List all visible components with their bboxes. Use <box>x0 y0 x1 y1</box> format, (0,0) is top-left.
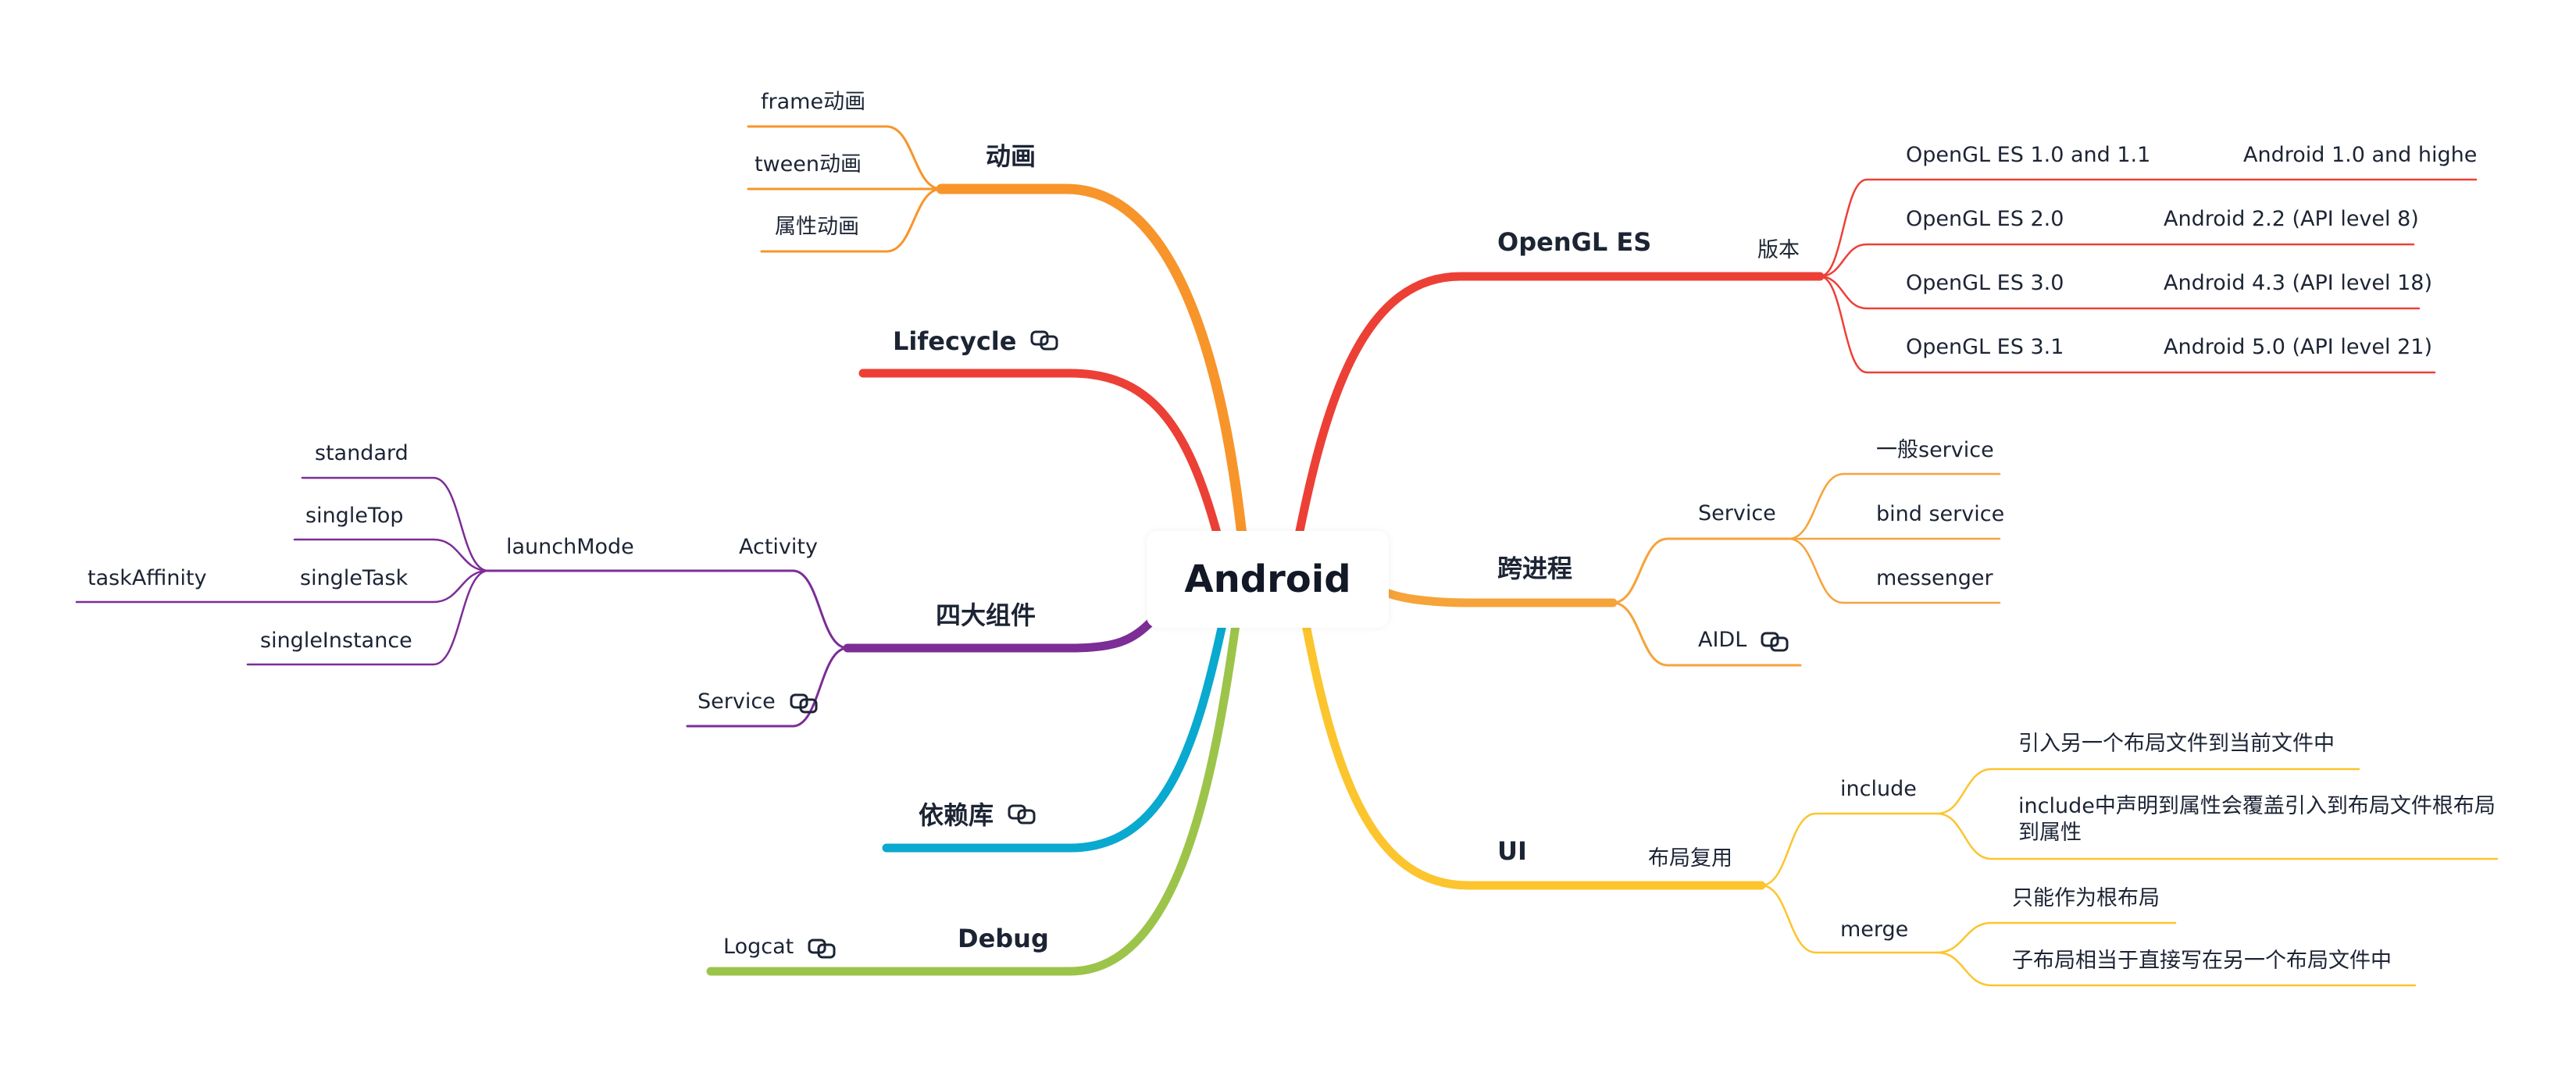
node-standard[interactable]: standard <box>315 441 409 465</box>
node-component-service[interactable]: Service <box>698 689 819 715</box>
node-ipc[interactable]: 跨进程 <box>1497 554 1573 583</box>
branch-opengl <box>1294 272 1825 540</box>
branch-ui <box>1301 620 1766 890</box>
node-opengl-es-2[interactable]: OpenGL ES 2.0 <box>1906 207 2064 231</box>
node-android-3[interactable]: Android 4.3 (API level 18) <box>2164 271 2432 295</box>
node-components[interactable]: 四大组件 <box>936 600 1036 630</box>
link-icon[interactable] <box>1759 627 1790 654</box>
node-frame-animation[interactable]: frame动画 <box>761 90 866 114</box>
node-animation[interactable]: 动画 <box>986 141 1036 171</box>
link-icon[interactable] <box>1006 800 1037 826</box>
node-singleinstance[interactable]: singleInstance <box>260 629 412 653</box>
branch-lifecycle <box>858 369 1223 543</box>
node-tween-animation[interactable]: tween动画 <box>755 152 862 176</box>
node-aidl-label: AIDL <box>1698 628 1747 652</box>
node-opengl-version[interactable]: 版本 <box>1757 238 1800 262</box>
link-icon[interactable] <box>1029 326 1060 352</box>
node-include[interactable]: include <box>1840 777 1917 801</box>
node-ipc-service[interactable]: Service <box>1698 501 1776 525</box>
node-property-animation[interactable]: 属性动画 <box>775 215 859 239</box>
node-messenger[interactable]: messenger <box>1876 566 1993 590</box>
branch-debug <box>706 620 1240 976</box>
node-android-4[interactable]: Android 5.0 (API level 21) <box>2164 335 2432 359</box>
root-node[interactable]: Android <box>1147 531 1389 628</box>
node-debug[interactable]: Debug <box>958 924 1049 953</box>
node-logcat-label: Logcat <box>723 935 794 959</box>
node-activity[interactable]: Activity <box>739 535 818 559</box>
branch-animation <box>936 183 1247 540</box>
link-icon[interactable] <box>788 689 819 715</box>
node-lifecycle[interactable]: Lifecycle <box>893 326 1060 357</box>
node-logcat[interactable]: Logcat <box>723 934 837 960</box>
node-include-desc-1[interactable]: 引入另一个布局文件到当前文件中 <box>2018 732 2335 756</box>
link-icon[interactable] <box>806 934 837 960</box>
branch-deps <box>882 620 1227 853</box>
node-normal-service[interactable]: 一般service <box>1876 438 1994 462</box>
branch-components <box>843 616 1157 653</box>
node-opengl-es-3[interactable]: OpenGL ES 3.0 <box>1906 271 2064 295</box>
node-opengl[interactable]: OpenGL ES <box>1497 227 1652 257</box>
node-singletask[interactable]: singleTask <box>300 566 409 590</box>
branch-ipc <box>1384 589 1618 607</box>
node-lifecycle-label: Lifecycle <box>893 326 1017 356</box>
node-launchmode[interactable]: launchMode <box>506 535 634 559</box>
node-layout-reuse[interactable]: 布局复用 <box>1648 846 1732 871</box>
root-label: Android <box>1184 557 1351 601</box>
node-include-desc-2[interactable]: include中声明到属性会覆盖引入到布局文件根布局到属性 <box>2018 794 2496 845</box>
node-singletop[interactable]: singleTop <box>305 504 404 528</box>
node-opengl-es-1[interactable]: OpenGL ES 1.0 and 1.1 <box>1906 143 2151 167</box>
node-aidl[interactable]: AIDL <box>1698 627 1790 654</box>
node-merge-desc-2[interactable]: 子布局相当于直接写在另一个布局文件中 <box>2012 949 2392 973</box>
node-opengl-es-4[interactable]: OpenGL ES 3.1 <box>1906 335 2064 359</box>
node-merge-desc-1[interactable]: 只能作为根布局 <box>2012 886 2160 910</box>
node-android-2[interactable]: Android 2.2 (API level 8) <box>2164 207 2419 231</box>
node-taskaffinity[interactable]: taskAffinity <box>87 566 207 590</box>
node-ui[interactable]: UI <box>1497 836 1527 866</box>
node-deps-label: 依赖库 <box>919 800 994 830</box>
node-merge[interactable]: merge <box>1840 917 1909 942</box>
node-bind-service[interactable]: bind service <box>1876 502 2005 526</box>
node-android-1[interactable]: Android 1.0 and highe <box>2243 143 2478 167</box>
node-component-service-label: Service <box>698 689 776 714</box>
node-deps[interactable]: 依赖库 <box>919 800 1037 831</box>
